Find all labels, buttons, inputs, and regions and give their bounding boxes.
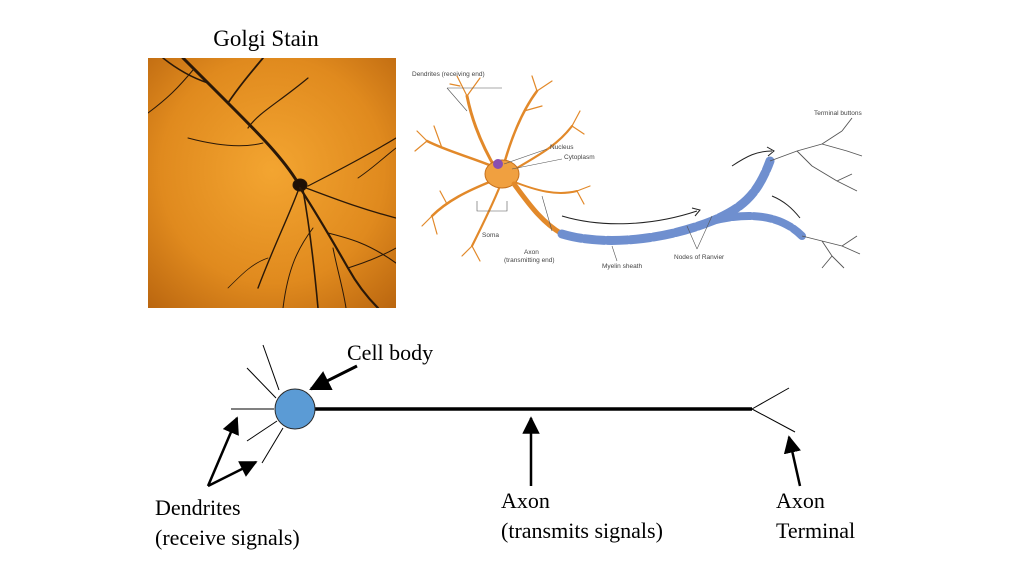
axon-terminal-branch-upper: [751, 387, 790, 410]
golgi-stain-title: Golgi Stain: [213, 26, 319, 51]
illus-myelin-label: Myelin sheath: [602, 263, 642, 270]
illus-dendrites-label: Dendrites (receiving end): [412, 71, 485, 78]
axon-label-desc: (transmits signals): [501, 518, 663, 543]
dendrite-arrow-lower: [207, 460, 258, 488]
dendrite-arrow-upper: [206, 416, 239, 487]
cell-body-circle: [274, 388, 316, 430]
axon-label: Axon (transmits signals): [501, 486, 663, 546]
axon-label-title: Axon: [501, 488, 550, 513]
axon-terminal-label-line1: Axon: [776, 488, 825, 513]
illus-cytoplasm-label: Cytoplasm: [564, 154, 595, 161]
dendrites-label-desc: (receive signals): [155, 525, 300, 550]
cell-body-arrow: [309, 364, 358, 391]
golgi-stain-photo: [148, 58, 396, 308]
illus-nucleus-label: Nucleus: [550, 144, 574, 151]
illus-ranvier-label: Nodes of Ranvier: [674, 254, 725, 261]
illus-terminal-buttons-label: Terminal buttons: [814, 110, 862, 117]
cell-body-label: Cell body: [347, 340, 434, 365]
illus-axon-sublabel: (transmitting end): [504, 257, 555, 264]
axon-terminal-branch-lower: [751, 408, 796, 433]
illus-axon-label: Axon: [524, 249, 539, 256]
axon-terminal-arrow: [783, 435, 802, 487]
axon-terminal-label-line2: Terminal: [776, 518, 856, 543]
illus-soma-label: Soma: [482, 232, 499, 239]
schematic-dendrites: [231, 344, 284, 464]
axon-terminal-label: Axon Terminal: [776, 486, 855, 546]
neuron-schematic: [206, 344, 802, 488]
dendrites-label-title: Dendrites: [155, 495, 241, 520]
neuron-illustration: Dendrites (receiving end) Nucleus Cytopl…: [412, 71, 862, 270]
dendrites-label: Dendrites (receive signals): [155, 493, 300, 553]
